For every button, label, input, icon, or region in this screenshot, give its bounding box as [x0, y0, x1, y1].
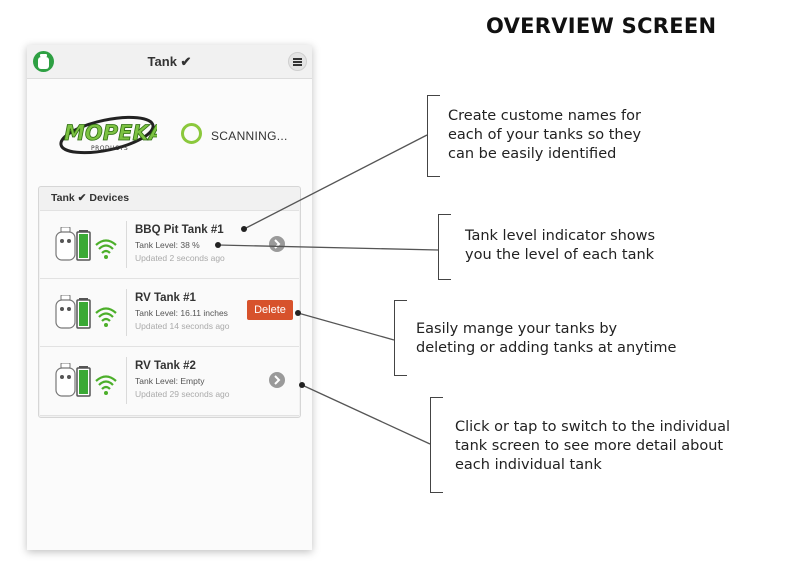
device-status-icons — [54, 294, 134, 331]
device-updated: Updated 2 seconds ago — [135, 253, 225, 263]
callout-tank-level: Tank level indicator shows you the level… — [465, 228, 656, 263]
app-title: Tank ✔ — [147, 54, 192, 69]
device-name: BBQ Pit Tank #1 — [135, 224, 224, 236]
device-name: RV Tank #2 — [135, 360, 196, 372]
phone-screen: Tank ✔ MOPEKA PRODUCTS SCANNING... Tank … — [27, 45, 312, 550]
device-level: Tank Level: Empty — [135, 376, 205, 386]
mopeka-logo: MOPEKA PRODUCTS — [57, 110, 165, 165]
app-top-bar: Tank ✔ — [27, 45, 312, 79]
device-level: Tank Level: 16.11 inches — [135, 308, 228, 318]
device-name: RV Tank #1 — [135, 292, 196, 304]
device-row[interactable]: RV Tank #2 Tank Level: Empty Updated 29 … — [40, 346, 299, 416]
devices-panel: Tank ✔ Devices BBQ Pit Tank #1 Ta — [38, 186, 301, 418]
chevron-right-icon[interactable] — [269, 372, 285, 388]
divider — [126, 357, 127, 404]
callout-switch-screen: Click or tap to switch to the individual… — [455, 419, 730, 473]
hamburger-menu-icon[interactable] — [288, 52, 307, 71]
device-updated: Updated 14 seconds ago — [135, 321, 230, 331]
divider — [126, 221, 127, 268]
tank-icon[interactable] — [33, 51, 54, 72]
callout-bracket — [430, 397, 443, 493]
svg-text:MOPEKA: MOPEKA — [64, 121, 157, 145]
device-row[interactable]: RV Tank #1 Tank Level: 16.11 inches Upda… — [40, 278, 299, 346]
page-title: OVERVIEW SCREEN — [486, 14, 717, 38]
callout-bracket — [394, 300, 407, 376]
scanning-spinner-icon — [181, 123, 202, 144]
propane-tank-icon — [55, 294, 117, 329]
scanning-label: SCANNING... — [211, 129, 288, 143]
callout-manage-tanks: Easily mange your tanks by deleting or a… — [416, 321, 677, 356]
divider — [126, 289, 127, 336]
callout-bracket — [427, 95, 440, 177]
device-level: Tank Level: 38 % — [135, 240, 200, 250]
device-status-icons — [54, 362, 134, 399]
svg-text:PRODUCTS: PRODUCTS — [91, 145, 128, 152]
delete-button[interactable]: Delete — [247, 300, 293, 320]
callout-custom-names: Create custome names for each of your ta… — [448, 108, 642, 162]
device-row[interactable]: BBQ Pit Tank #1 Tank Level: 38 % Updated… — [40, 210, 299, 278]
devices-header: Tank ✔ Devices — [51, 192, 130, 204]
callout-bracket — [438, 214, 451, 280]
device-updated: Updated 29 seconds ago — [135, 389, 230, 399]
device-status-icons — [54, 226, 134, 263]
propane-tank-icon — [55, 362, 117, 397]
propane-tank-icon — [55, 226, 117, 261]
